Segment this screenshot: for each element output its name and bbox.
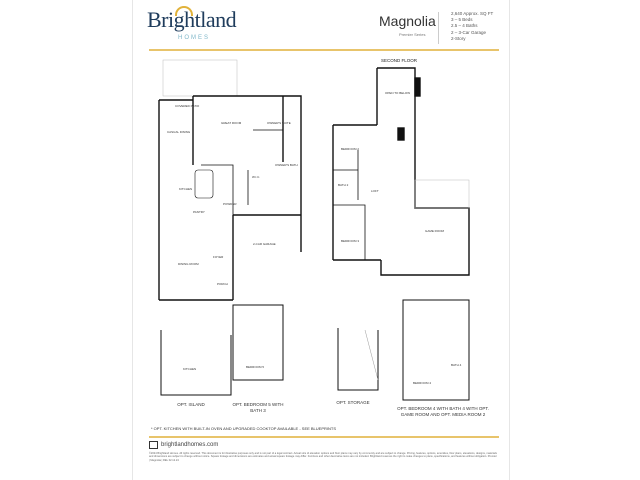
room-bedroom3: BEDROOM 3 — [341, 239, 359, 243]
second-floor-label: SECOND FLOOR — [381, 58, 418, 63]
room-owners-suite: OWNER'S SUITE — [267, 121, 291, 125]
room-game-room: GAME ROOM — [425, 229, 445, 233]
logo-arc-icon — [175, 6, 193, 16]
room-powder: POWDER — [223, 202, 237, 206]
plan-name: Magnolia — [379, 13, 436, 29]
brand-logo: Brightland — [147, 7, 237, 32]
room-bedroom2: BEDROOM 2 — [341, 147, 359, 151]
opt-island-label: OPT. ISLAND — [177, 402, 205, 407]
room-bath4: BATH 4 — [451, 363, 462, 367]
first-floor-walls — [158, 95, 302, 301]
room-porch: PORCH — [217, 282, 228, 286]
brand-logo-sub: HOMES — [178, 35, 211, 41]
room-casual-dining: CASUAL DINING — [167, 130, 191, 134]
spec-stories: 2-Story — [451, 35, 466, 41]
header-divider — [438, 12, 439, 44]
room-open-to-below: OPEN TO BELOW — [385, 91, 410, 95]
opt-storage-label: OPT. STORAGE — [336, 400, 370, 405]
patio-outline — [162, 59, 238, 97]
footer-rule — [149, 436, 499, 438]
plan-series: Premier Series — [399, 32, 426, 37]
opt-bedroom5-label: OPT. BEDROOM 5 WITH BATH 3 — [232, 402, 284, 413]
room-pantry: PANTRY — [193, 210, 205, 214]
opt-bedroom4-label: OPT. BEDROOM 4 WITH BATH 4 WITH OPT. GAM… — [397, 406, 489, 417]
disclaimer: ©2024 Brightland Homes. All rights reser… — [149, 452, 497, 462]
room-dining: DINING ROOM — [178, 262, 199, 266]
room-bedroom5: BEDROOM 5 — [246, 365, 264, 369]
spec-baths: 2.5 – 4 Baths — [451, 23, 478, 29]
header-rule — [149, 49, 499, 51]
spec-beds: 3 – 5 Beds — [451, 17, 473, 23]
room-kitchen: KITCHEN — [179, 187, 192, 191]
footnote: * OPT. KITCHEN WITH BUILT-IN OVEN AND UP… — [151, 426, 337, 431]
second-floor-walls — [332, 67, 470, 276]
room-covered-patio: COVERED PATIO — [175, 104, 200, 108]
room-great-room: GREAT ROOM — [221, 121, 242, 125]
room-owners-bath: OWNER'S BATH — [275, 163, 298, 167]
room-kitchen-opt: KITCHEN — [183, 367, 196, 371]
spec-garage: 2 – 3-Car Garage — [451, 29, 487, 35]
website-link[interactable]: brightlandhomes.com — [161, 442, 219, 448]
floor-plan-drawing: COVERED PATIO CASUAL DINING GREAT ROOM O… — [158, 59, 470, 401]
floor-plan-sheet: Brightland HOMES Magnolia Premier Series… — [132, 0, 510, 480]
room-bath2: BATH 2 — [338, 183, 349, 187]
room-foyer: FOYER — [213, 255, 224, 259]
room-garage: 2-CAR GARAGE — [253, 242, 276, 246]
spec-sqft: 2,640 Approx. SQ FT — [451, 11, 494, 16]
equal-housing-icon — [149, 441, 158, 449]
room-bedroom4: BEDROOM 4 — [413, 381, 431, 385]
room-wic: W.I.C. — [252, 175, 260, 179]
room-loft: LOFT — [371, 189, 379, 193]
plan-specs: 2,640 Approx. SQ FT 3 – 5 Beds 2.5 – 4 B… — [451, 11, 493, 42]
